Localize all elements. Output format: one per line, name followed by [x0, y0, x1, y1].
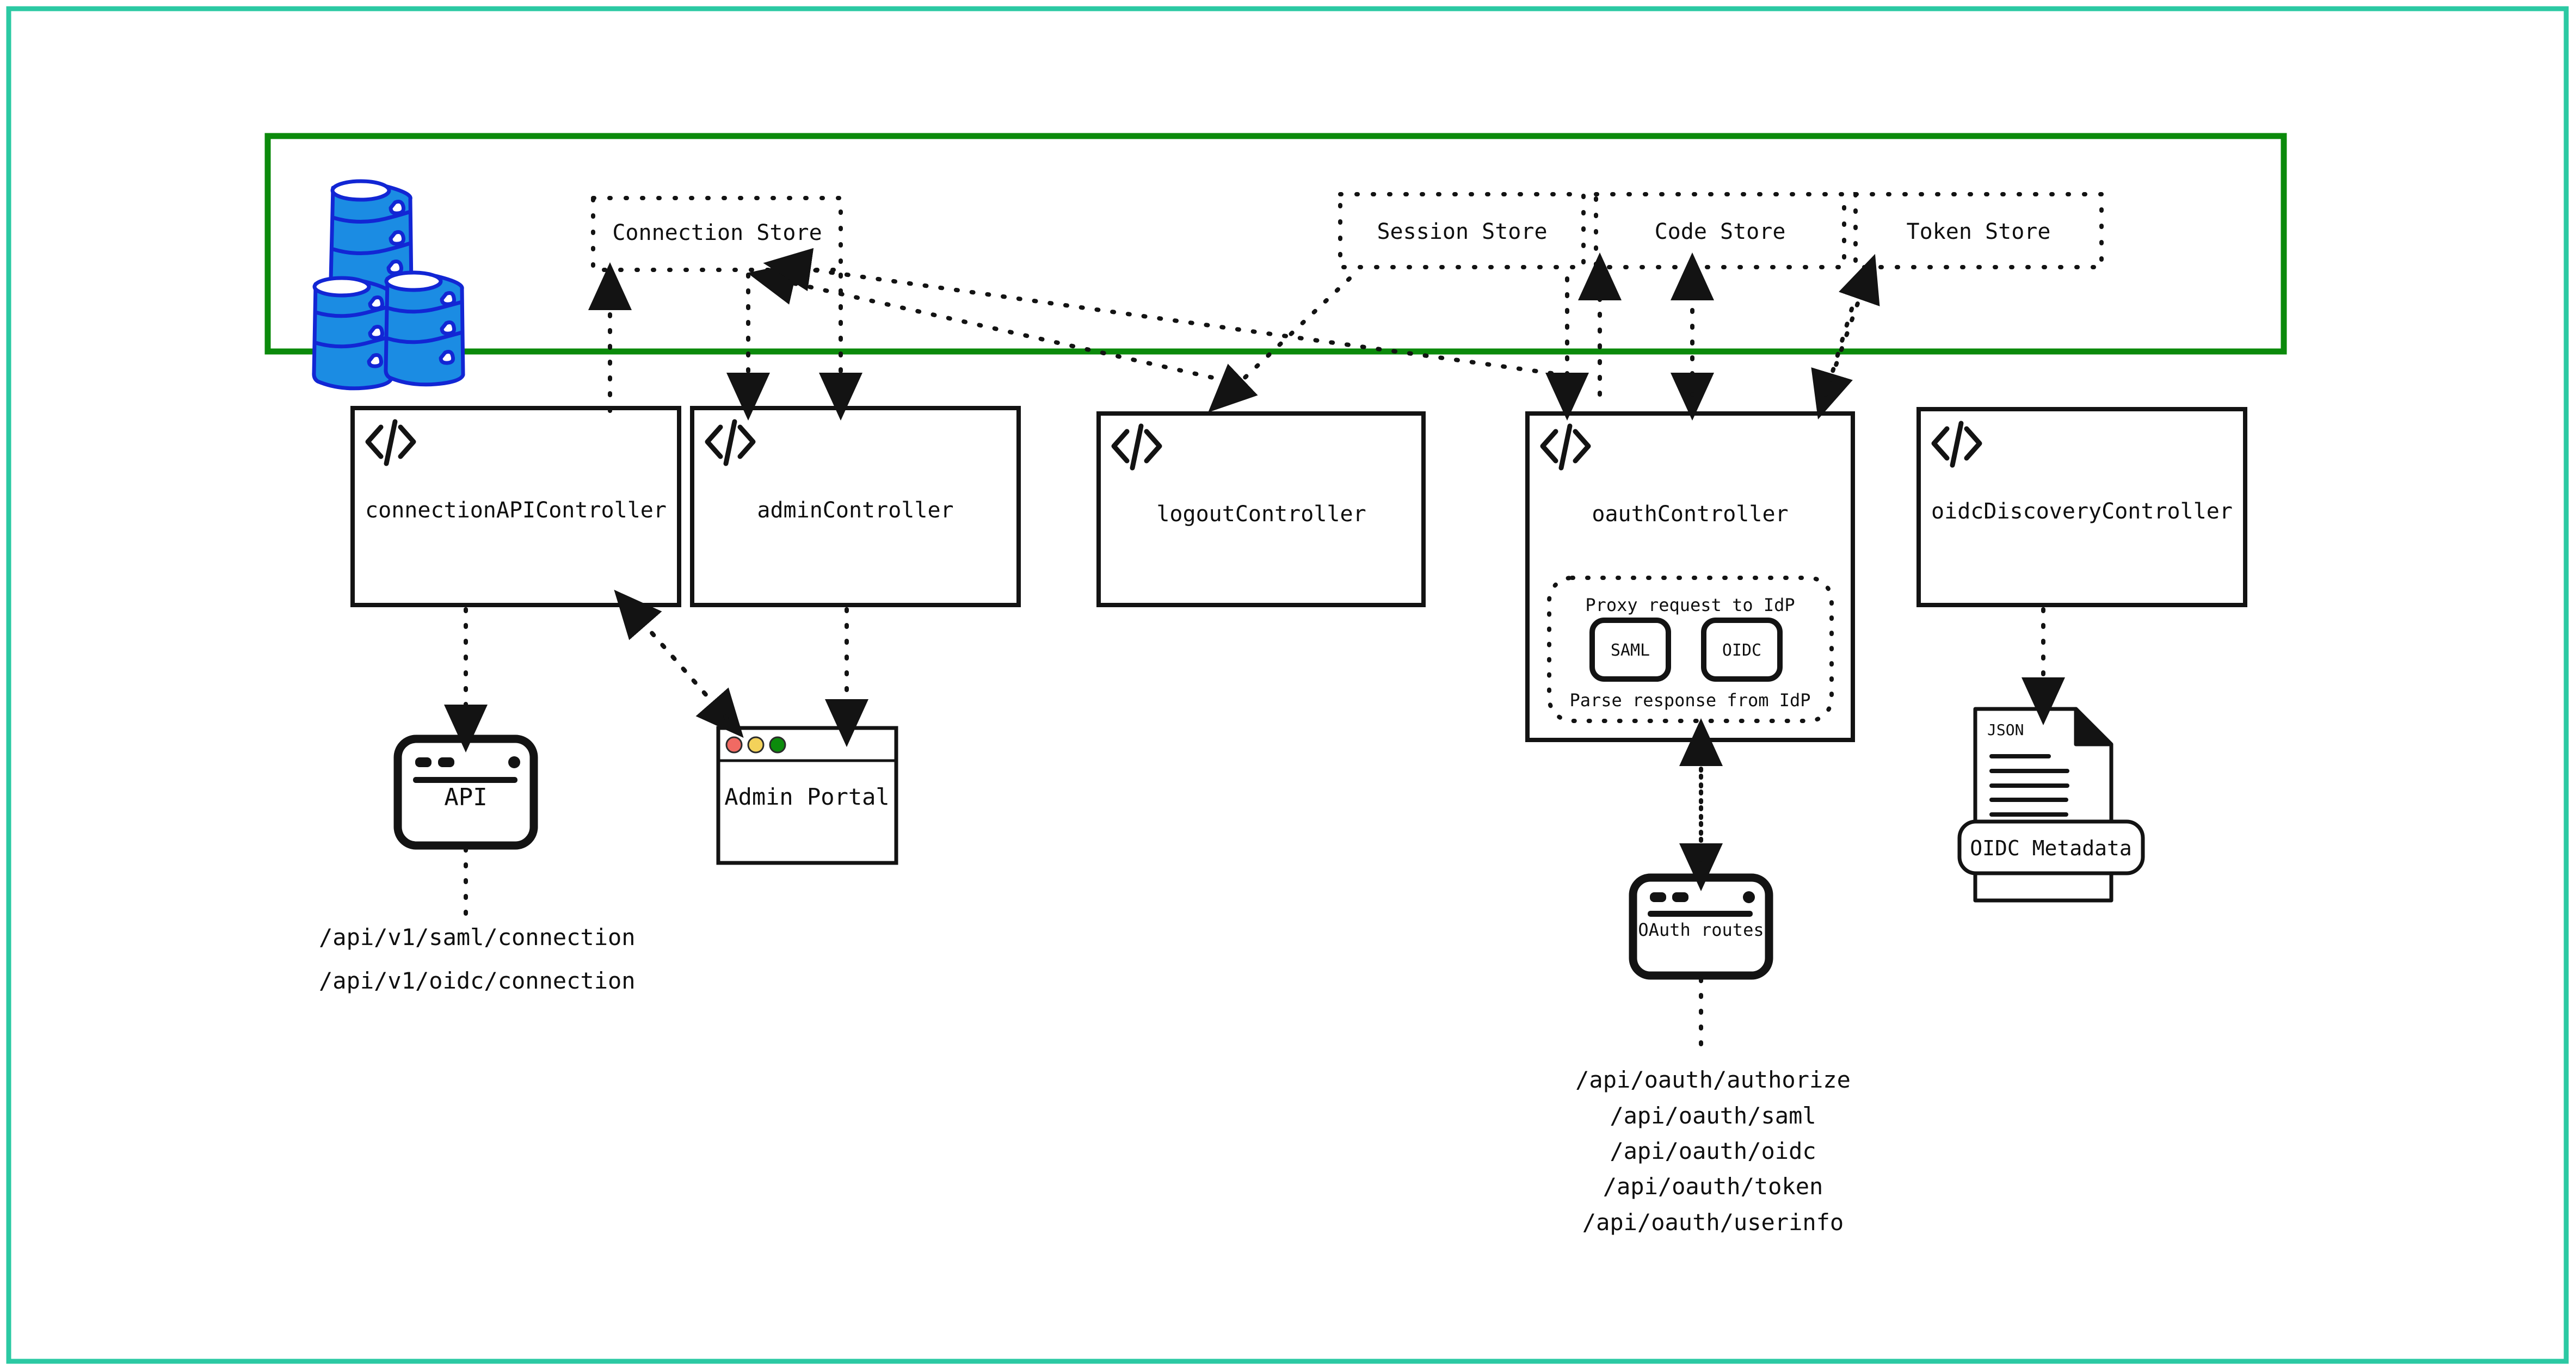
oidc-discovery-controller-label: oidcDiscoveryController: [1931, 499, 2233, 524]
oauth-route-0: /api/oauth/authorize: [1575, 1066, 1851, 1093]
oauth-route-2: /api/oauth/oidc: [1610, 1138, 1816, 1164]
code-brackets-icon: [365, 419, 416, 466]
logout-controller-box: [1096, 411, 1426, 607]
admin-portal-node-label: Admin Portal: [724, 783, 890, 810]
admin-portal-node-icon: [716, 726, 898, 865]
token-store-box: [1853, 192, 2104, 269]
connection-api-route-0: /api/v1/saml/connection: [319, 924, 636, 951]
oidc-protocol-box: [1701, 618, 1783, 682]
saml-protocol-box: [1589, 618, 1671, 682]
logout-controller-label: logoutController: [1156, 502, 1366, 527]
oauth-route-3: /api/oauth/token: [1603, 1173, 1823, 1200]
code-store-box: [1594, 192, 1846, 269]
code-brackets-icon: [1111, 423, 1162, 471]
oidc-discovery-controller-box: [1916, 407, 2247, 607]
connector-arrows: [444, 248, 2065, 1052]
admin-controller-label: adminController: [757, 498, 954, 523]
database-stack-icon: [312, 179, 465, 391]
code-brackets-icon: [1931, 421, 1982, 468]
session-store-label: Session Store: [1377, 219, 1548, 244]
token-store-label: Token Store: [1906, 219, 2051, 244]
connection-api-route-1: /api/v1/oidc/connection: [319, 967, 636, 994]
oidc-metadata-node-label: OIDC Metadata: [1970, 836, 2132, 860]
code-brackets-icon: [705, 419, 756, 466]
code-brackets-icon: [1540, 423, 1591, 471]
data-layer-container: [264, 133, 2287, 355]
oauth-route-4: /api/oauth/userinfo: [1582, 1209, 1844, 1236]
proxy-group-box: [1547, 576, 1834, 723]
connection-store-box: [591, 196, 843, 272]
arrow-sessionstore-to-logout: [1208, 276, 1352, 412]
arrow-adminportal-to-connapi: [614, 589, 729, 720]
connection-api-controller-label: connectionAPIController: [365, 498, 667, 523]
session-store-box: [1338, 192, 1586, 269]
connection-store-label: Connection Store: [612, 220, 822, 245]
code-brackets-icon-group: [365, 419, 1982, 471]
oauth-routes-node-label: OAuth routes: [1638, 919, 1764, 940]
oidc-metadata-node-icon: [1957, 707, 2145, 903]
api-node-icon: [393, 735, 538, 850]
arrow-logout-to-connstore: [747, 262, 1229, 383]
arrow-oauth-to-connstore: [763, 248, 1569, 378]
oauth-controller-label: oauthController: [1592, 502, 1789, 527]
saml-protocol-label: SAML: [1610, 641, 1650, 660]
outer-frame: [6, 6, 2569, 1364]
arrow-oauth-to-tokenstore: [1823, 254, 1880, 397]
proxy-request-header: Proxy request to IdP: [1585, 595, 1795, 615]
oauth-controller-box: [1525, 411, 1855, 742]
code-store-label: Code Store: [1654, 219, 1786, 244]
connection-api-controller-box: [350, 406, 681, 607]
oauth-route-1: /api/oauth/saml: [1610, 1102, 1816, 1129]
parse-response-footer: Parse response from IdP: [1569, 690, 1811, 711]
api-node-label: API: [444, 783, 488, 811]
arrow-connapi-to-adminportal: [629, 607, 744, 738]
oidc-protocol-label: OIDC: [1722, 641, 1762, 660]
json-document-tag: JSON: [1987, 721, 2024, 739]
